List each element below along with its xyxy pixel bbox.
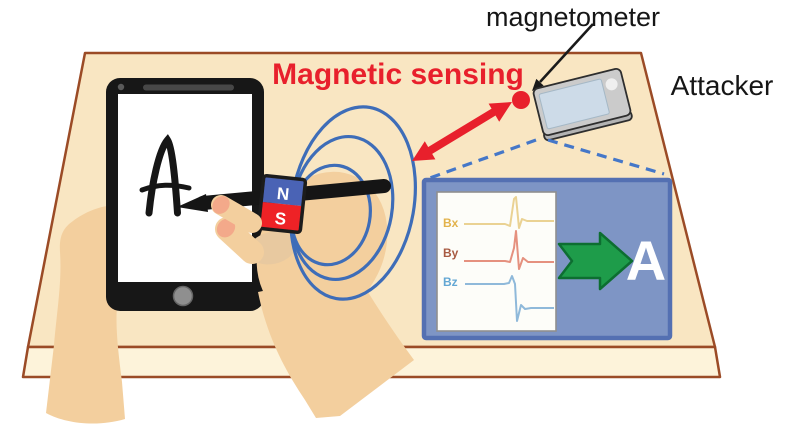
signal-label-bz: Bz [443, 275, 458, 289]
signal-label-by: By [443, 246, 459, 260]
tablet-speaker-slot [143, 84, 234, 91]
signal-traces [464, 196, 554, 322]
arrowhead-right [488, 102, 512, 122]
right-middle-finger-nail [216, 218, 236, 238]
phone-camera-icon [605, 78, 618, 91]
trace-bz [465, 275, 554, 322]
right-index-finger-nail [212, 196, 230, 214]
handwritten-letter-path [139, 134, 192, 217]
sensing-double-arrow [412, 102, 512, 161]
magnet-north-half [262, 177, 305, 207]
attacker-label: Attacker [671, 70, 774, 101]
signal-label-bx: Bx [443, 216, 459, 230]
zoom-callout-dashes [426, 138, 665, 181]
recognized-letter: A [626, 229, 666, 292]
magnet-south-label: S [274, 209, 287, 229]
pointer-line [539, 23, 594, 83]
trace-by [464, 230, 554, 270]
phone-screen [538, 78, 610, 130]
tablet [106, 78, 264, 311]
magnetic-sensing-label: Magnetic sensing [272, 58, 524, 91]
arrowhead-left [412, 141, 436, 161]
trace-bx [464, 196, 554, 229]
magnetometer-dot [512, 91, 530, 109]
attacker-phone [532, 67, 633, 142]
magnet-north-label: N [276, 184, 290, 204]
magnetometer-label: magnetometer [486, 2, 660, 32]
magnet-outline [256, 173, 308, 235]
pointer-arrowhead [532, 78, 544, 91]
magnet: N S [256, 173, 308, 235]
tablet-home-button [172, 285, 194, 307]
tablet-camera-icon [117, 83, 125, 91]
inset-panel: Bx By Bz A [421, 177, 673, 341]
right-index-finger [211, 195, 262, 233]
magnetometer-pointer [532, 23, 594, 91]
result-arrow-icon [557, 231, 634, 291]
magnet-south-half [259, 201, 302, 231]
